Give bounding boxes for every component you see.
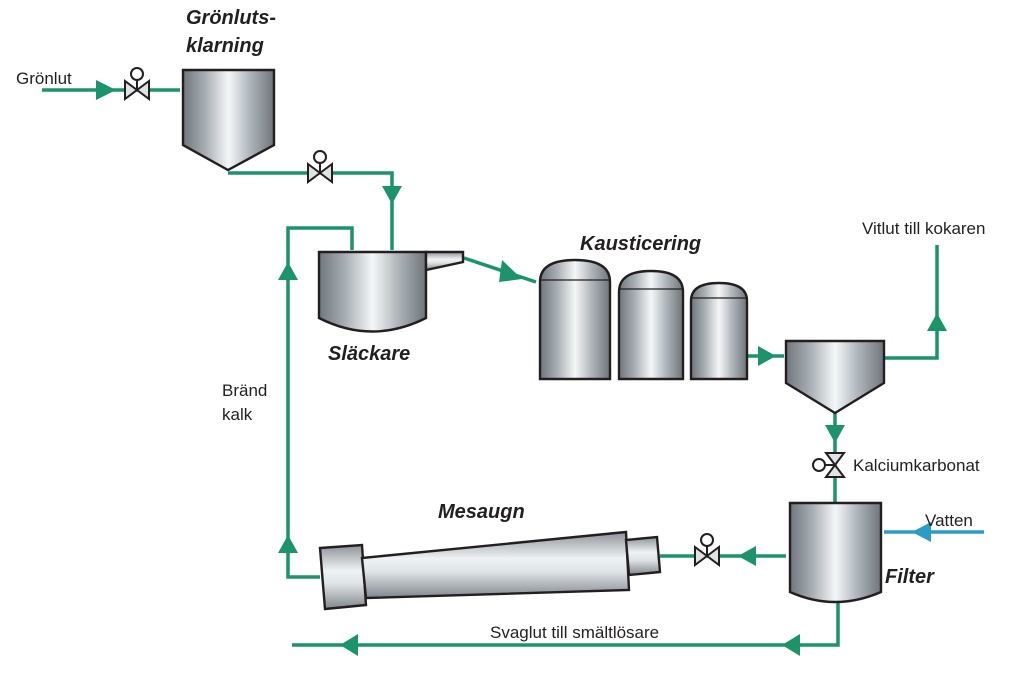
valve-calcium-carbonate[interactable] xyxy=(812,452,846,478)
label-burnt-lime-2: kalk xyxy=(222,405,253,424)
arrow-right-icon xyxy=(499,260,522,282)
label-calcium-carbonate: Kalciumkarbonat xyxy=(853,456,980,475)
lime-kiln[interactable] xyxy=(318,530,662,611)
label-green-liquor-in: Grönlut xyxy=(16,69,72,88)
arrow-up-icon xyxy=(927,313,947,331)
arrow-down-icon xyxy=(382,186,402,204)
arrow-left-icon xyxy=(912,522,931,542)
label-white-liquor-out: Vitlut till kokaren xyxy=(862,219,985,238)
arrow-up-icon xyxy=(278,535,298,553)
arrow-right-icon xyxy=(758,346,776,366)
label-filter: Filter xyxy=(885,566,935,588)
green-liquor-clarifier[interactable] xyxy=(181,68,276,172)
label-weak-liquor-out: Svaglut till smältlösare xyxy=(490,623,659,642)
causticizing-tank-3[interactable] xyxy=(689,281,749,381)
slaker[interactable] xyxy=(317,250,465,333)
label-green-liquor-clarifier-2: klarning xyxy=(186,35,264,57)
label-lime-kiln: Mesaugn xyxy=(438,501,525,523)
label-water-in: Vatten xyxy=(925,511,973,530)
causticizing-tanks[interactable] xyxy=(538,258,749,381)
flow-arrows xyxy=(96,80,947,656)
label-burnt-lime-1: Bränd xyxy=(222,381,267,400)
label-slaker: Släckare xyxy=(328,343,410,365)
label-causticizing: Kausticering xyxy=(580,233,701,255)
pipe-slaker-to-causticizing xyxy=(463,256,537,284)
causticizing-tank-2[interactable] xyxy=(617,269,685,381)
pipe-white-liquor-out xyxy=(884,245,939,360)
causticizing-tank-1[interactable] xyxy=(538,258,612,381)
arrow-down-icon xyxy=(825,425,845,443)
arrow-left-icon xyxy=(738,546,756,566)
white-liquor-clarifier[interactable] xyxy=(784,339,886,415)
valve-kiln-feed[interactable] xyxy=(694,533,720,567)
pipe-weak-liquor-out xyxy=(292,603,840,647)
filter[interactable] xyxy=(788,501,883,604)
pipe-burnt-lime xyxy=(286,226,354,579)
label-green-liquor-clarifier-1: Grönluts- xyxy=(186,7,276,29)
valve-green-liquor-inlet[interactable] xyxy=(124,67,150,101)
arrow-left-icon xyxy=(340,634,358,656)
valve-clarifier-outlet[interactable] xyxy=(307,150,333,184)
arrow-left-icon xyxy=(782,634,800,656)
arrow-up-icon xyxy=(278,262,298,280)
arrow-right-icon xyxy=(96,80,116,100)
process-pipes xyxy=(42,88,984,647)
pipe-clarifier-to-slaker xyxy=(228,171,394,250)
